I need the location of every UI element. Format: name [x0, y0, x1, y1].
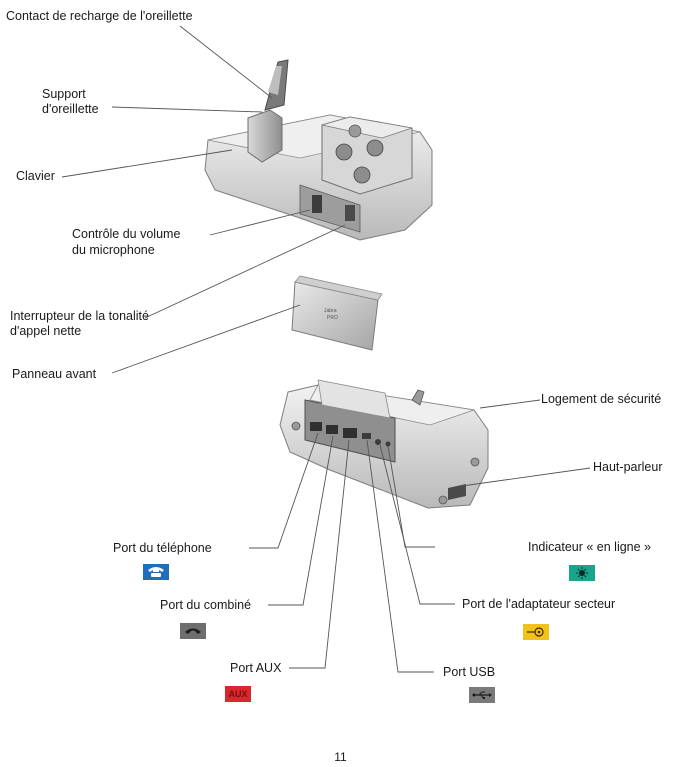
- panel-text-2: PRO: [327, 315, 338, 321]
- label-keypad: Clavier: [16, 169, 55, 183]
- label-front-panel: Panneau avant: [12, 367, 97, 381]
- label-handset-port: Port du combiné: [160, 598, 252, 612]
- online-indicator-icon: [569, 565, 595, 581]
- panel-text-line2: PRO: [327, 315, 338, 321]
- power-adapter-icon: [523, 624, 549, 640]
- page-number: 11: [334, 750, 347, 764]
- base-station-back-illustration: [279, 379, 489, 509]
- panel-text: Jabra: [324, 308, 337, 314]
- label-clear-dial-line1: Interrupteur de la tonalité: [10, 309, 149, 323]
- telephone-icon: [143, 564, 169, 580]
- front-panel-illustration: [291, 275, 383, 351]
- label-aux-port: Port AUX: [230, 661, 282, 675]
- label-usb-port: Port USB: [443, 665, 496, 679]
- label-telephone-port: Port du téléphone: [113, 541, 212, 555]
- label-mic-volume-line2: du microphone: [72, 243, 155, 257]
- label-online-indicator: Indicateur « en ligne »: [528, 540, 652, 554]
- usb-icon: [469, 687, 495, 703]
- base-station-front-illustration: [204, 59, 433, 241]
- aux-icon: AUX: [225, 686, 251, 702]
- label-mic-volume-line1: Contrôle du volume: [72, 227, 181, 241]
- panel-text-line1: Jabra: [324, 308, 337, 314]
- label-clear-dial-line2: d'appel nette: [10, 324, 82, 338]
- label-headset-support-line2: d'oreillette: [42, 102, 99, 116]
- label-charging-contact: Contact de recharge de l'oreillette: [6, 9, 193, 23]
- handset-icon: [180, 623, 206, 639]
- label-security-slot: Logement de sécurité: [541, 392, 662, 406]
- label-power-port: Port de l'adaptateur secteur: [462, 597, 616, 611]
- label-headset-support-line1: Support: [42, 87, 86, 101]
- leader-lines: [61, 25, 591, 673]
- label-speaker: Haut-parleur: [593, 460, 663, 474]
